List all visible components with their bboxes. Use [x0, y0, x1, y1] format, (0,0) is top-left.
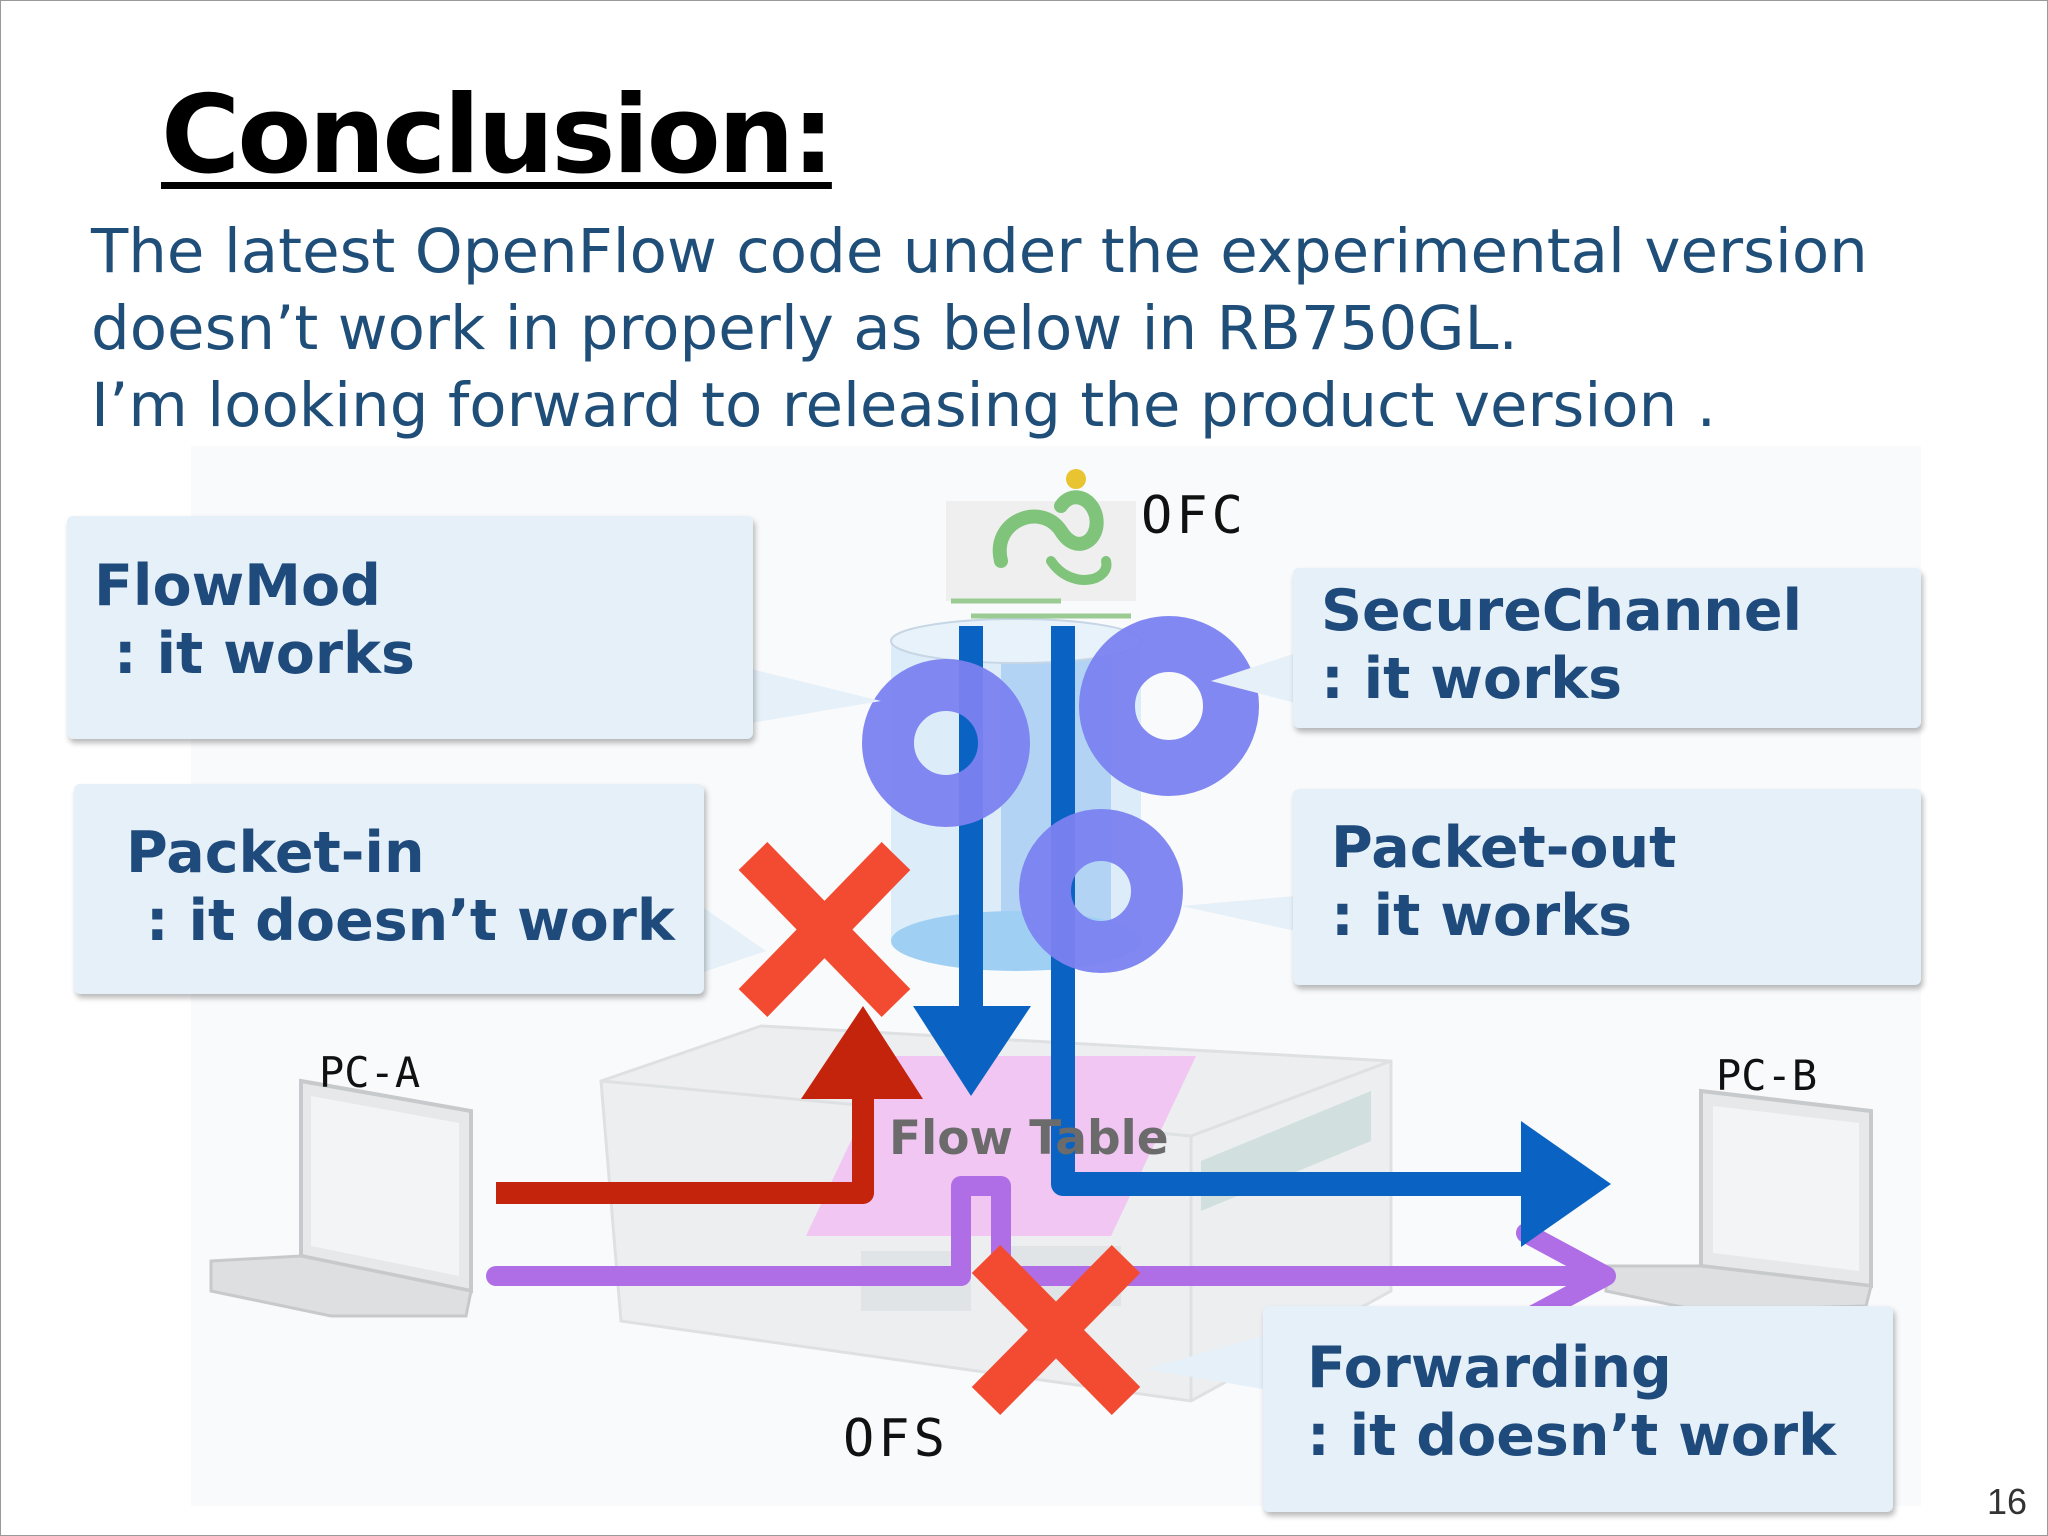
slide-title: Conclusion: [161, 73, 835, 198]
flow-table-label: Flow Table [889, 1111, 1169, 1166]
cross-icon [738, 842, 911, 1017]
body-line: I’m looking forward to releasing the pro… [91, 370, 1717, 441]
page-number: 16 [1986, 1481, 2027, 1522]
host-b-label: PC-B [1716, 1051, 1818, 1100]
callout-packet-in: Packet-in : it doesn’t work [74, 784, 704, 994]
laptop-icon [209, 1078, 473, 1318]
callout-flowmod: FlowMod : it works [67, 516, 753, 739]
callout-pointer [1211, 653, 1296, 703]
callout-forwarding: Forwarding : it doesn’t work [1263, 1306, 1893, 1512]
callout-pointer [1146, 1336, 1263, 1389]
packet-in-arrow [496, 1006, 923, 1204]
body-line: doesn’t work in properly as below in RB7… [91, 293, 1518, 364]
check-circle-icon [862, 659, 1030, 827]
dragon-logo-icon [946, 469, 1136, 619]
callout-packet-out: Packet-out : it works [1293, 789, 1921, 985]
callout-pointer [1181, 896, 1296, 931]
switch-label: OFS [843, 1409, 949, 1469]
callout-pointer [751, 669, 881, 723]
controller-label: OFC [1141, 486, 1247, 546]
check-circle-icon [1079, 616, 1259, 796]
check-circle-icon [1019, 809, 1183, 973]
callout-securechannel: SecureChannel : it works [1293, 568, 1921, 728]
callout-pointer [701, 906, 766, 973]
slide-body: The latest OpenFlow code under the exper… [91, 213, 1868, 444]
cross-icon [971, 1244, 1141, 1416]
laptop-icon [1604, 1088, 1873, 1313]
body-line: The latest OpenFlow code under the exper… [91, 216, 1868, 287]
host-a-label: PC-A [319, 1048, 421, 1097]
